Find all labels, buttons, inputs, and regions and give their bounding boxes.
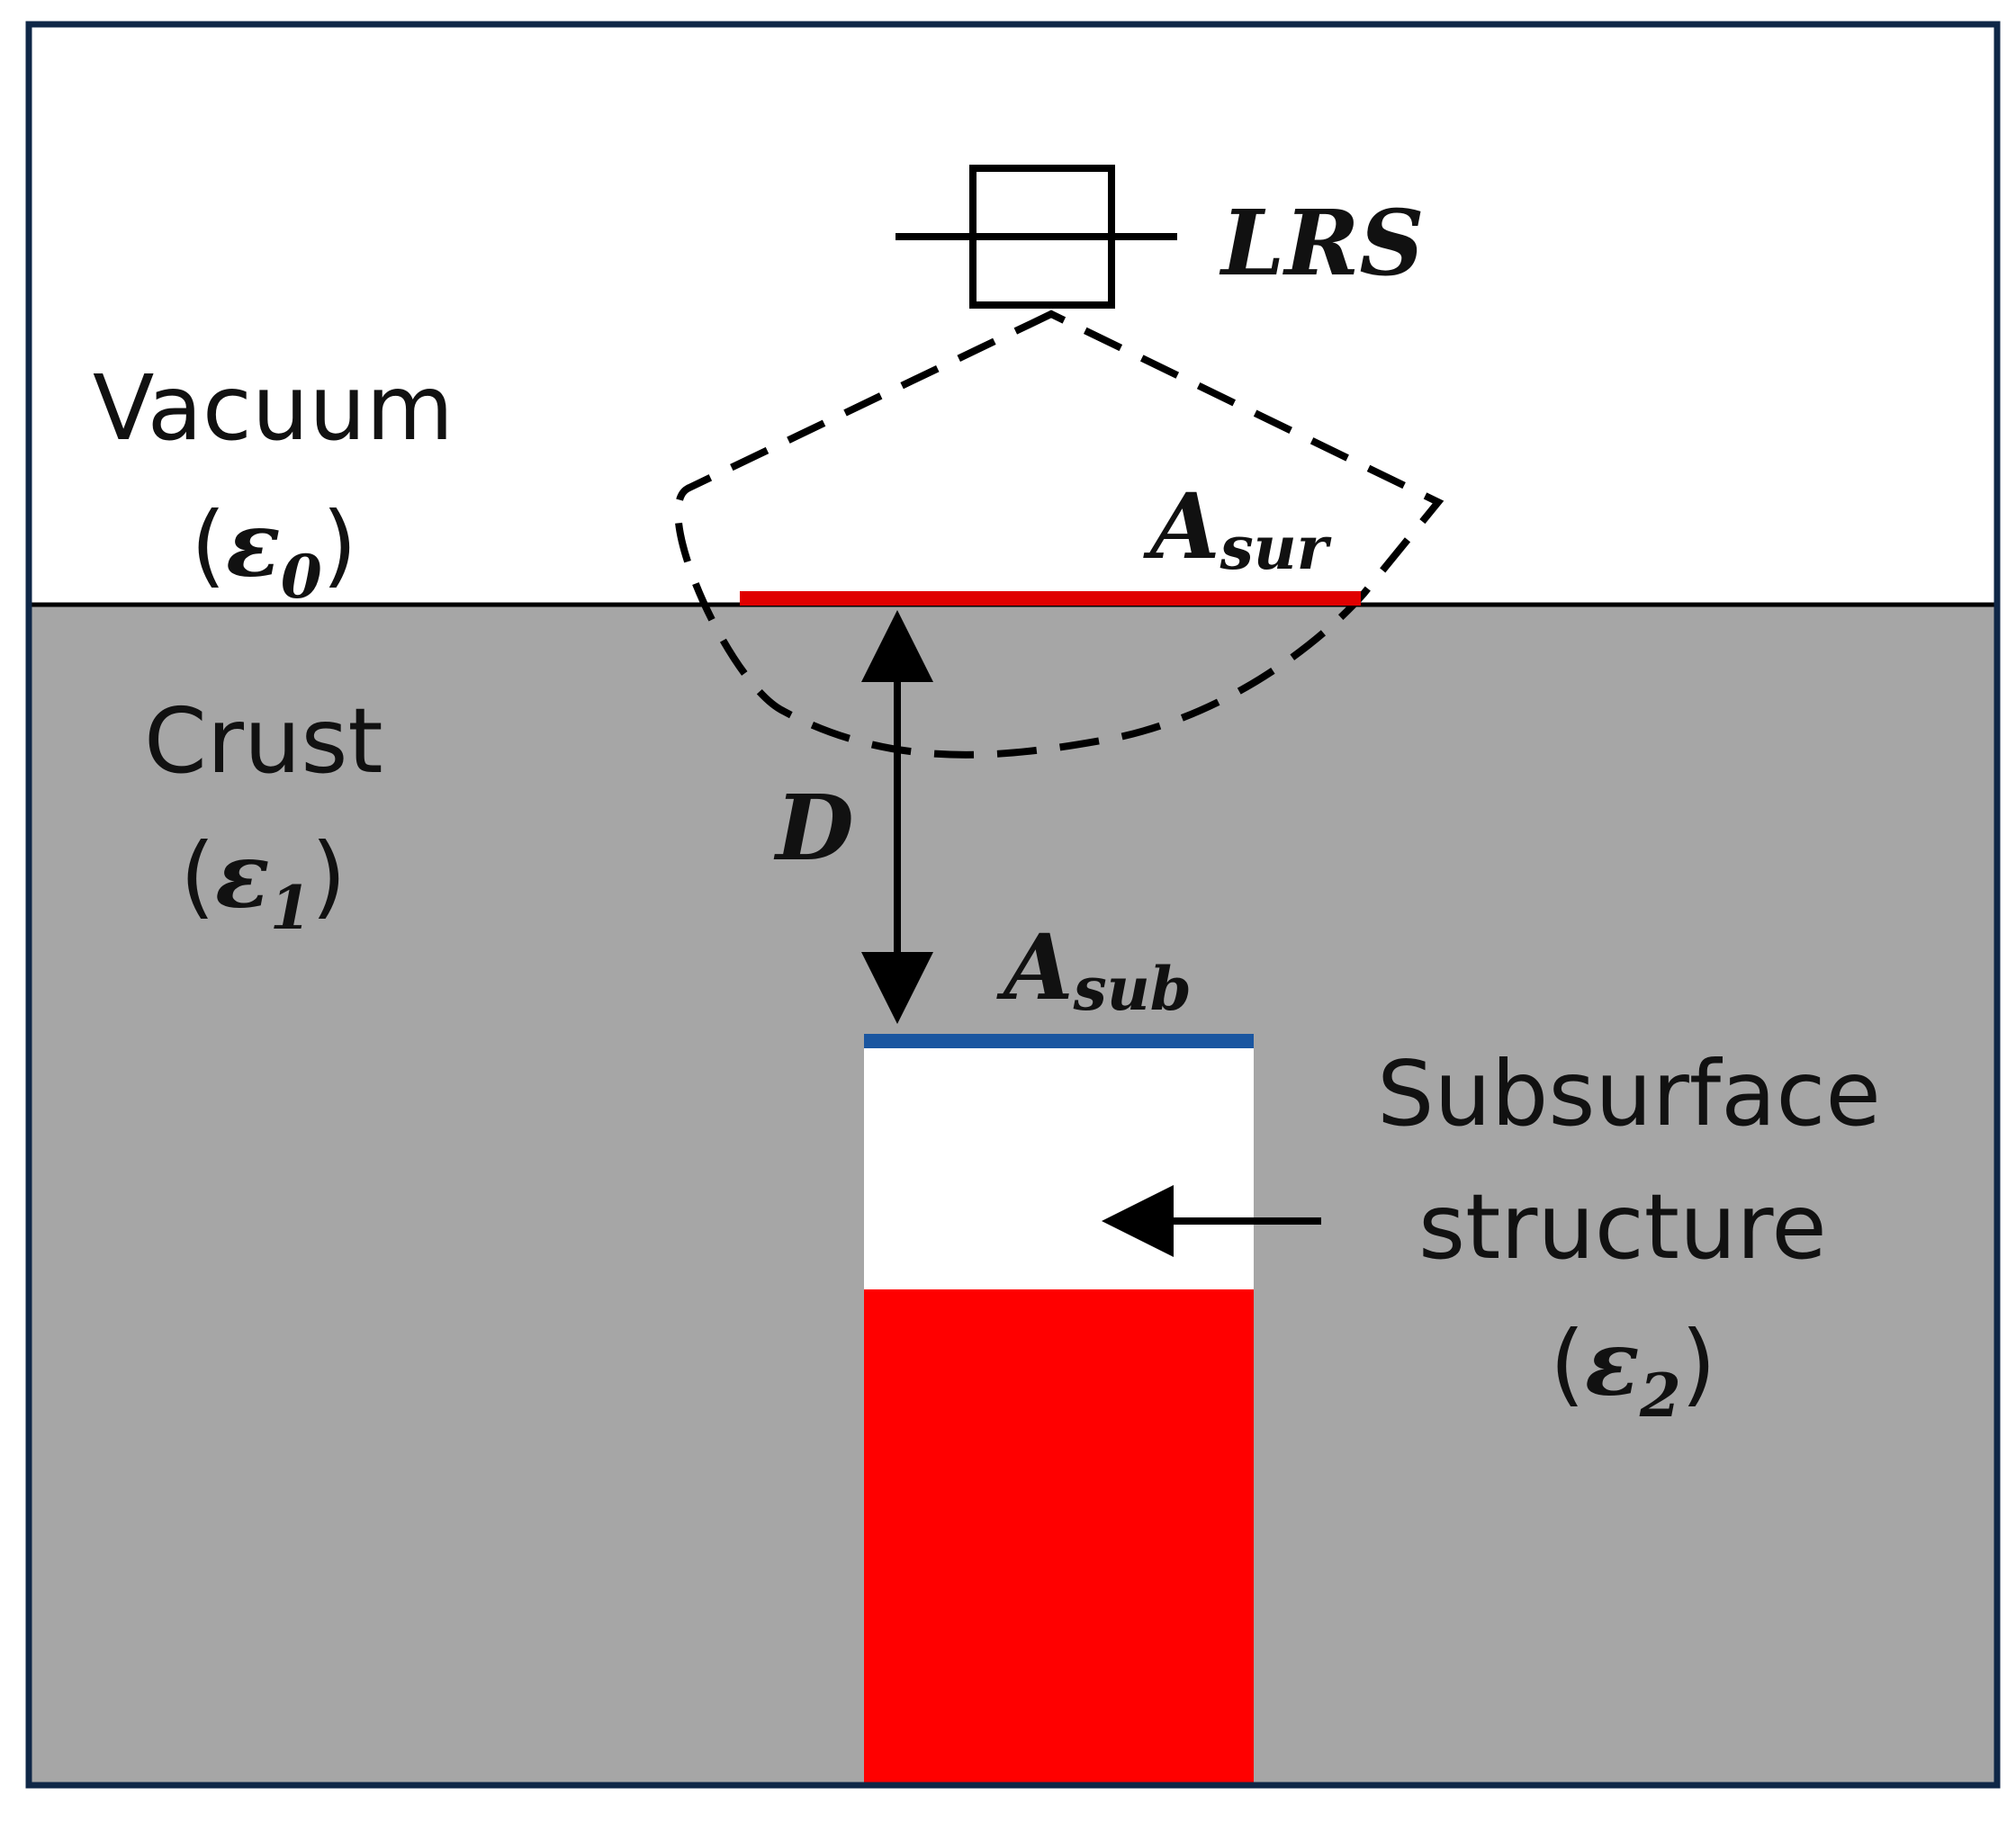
depth-label: D — [773, 775, 854, 881]
radar-label: LRS — [1219, 190, 1425, 296]
structure-fill — [864, 1289, 1254, 1785]
vacuum-label: Vacuum — [93, 355, 454, 461]
radar-footprint-dashed — [674, 310, 1444, 759]
surface-area-label: Asur — [1143, 473, 1332, 583]
crust-label: Crust — [144, 688, 383, 794]
subsurface-structure — [864, 1034, 1254, 1785]
structure-label-line2: structure — [1418, 1174, 1827, 1280]
subsurface-area-label: Asub — [996, 914, 1192, 1024]
structure-void — [864, 1037, 1254, 1289]
crust-permittivity: (ε1) — [180, 822, 346, 943]
vacuum-permittivity: (ε0) — [191, 491, 357, 612]
structure-permittivity: (ε2) — [1550, 1310, 1716, 1431]
structure-label-line1: Subsurface — [1377, 1041, 1881, 1146]
radar-antenna-icon — [896, 165, 1177, 309]
vacuum-region — [29, 24, 1997, 605]
outer-frame — [25, 21, 2001, 1789]
